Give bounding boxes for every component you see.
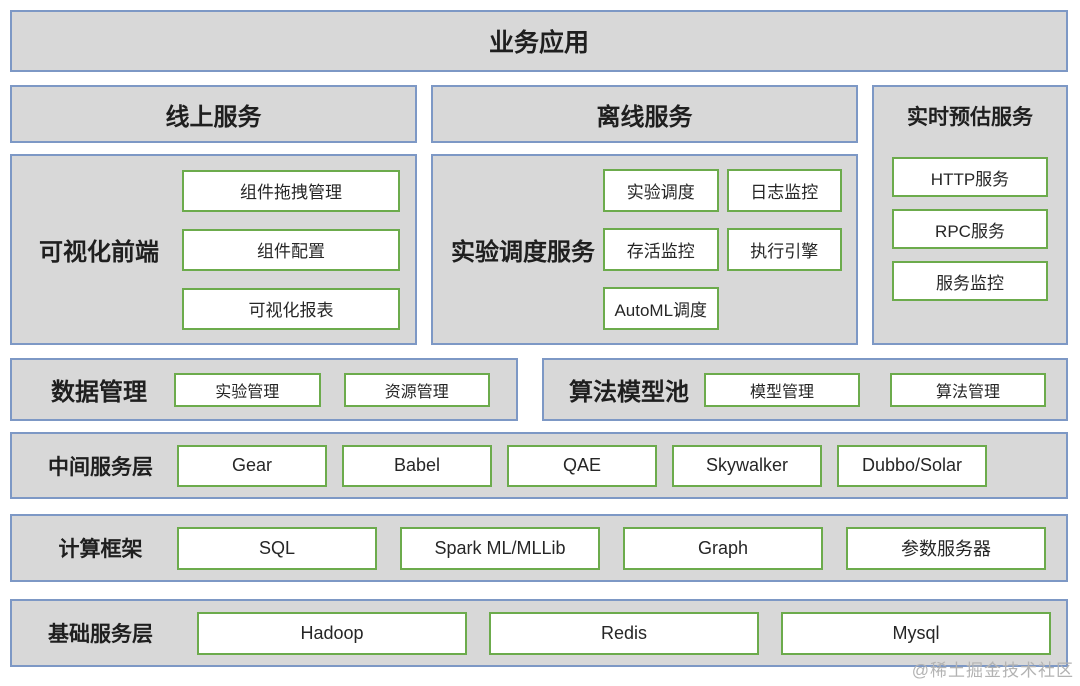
module-parameter-server: 参数服务器	[846, 526, 1046, 570]
layer-basic-services: 基础服务层 Hadoop Redis Mysql	[10, 599, 1068, 667]
computing-framework-modules: SQL Spark ML/MLLib Graph 参数服务器	[177, 526, 1046, 570]
module-dubbo-solar: Dubbo/Solar	[837, 444, 987, 487]
section-visualization-frontend: 可视化前端 组件拖拽管理 组件配置 可视化报表	[10, 154, 417, 345]
experiment-scheduling-label: 实验调度服务	[451, 239, 595, 266]
offline-service-title: 离线服务	[596, 103, 693, 131]
module-model-management: 模型管理	[704, 372, 860, 407]
module-qae: QAE	[507, 444, 657, 487]
middleware-modules: Gear Babel QAE Skywalker Dubbo/Solar	[177, 444, 987, 487]
module-log-monitor: 日志监控	[726, 169, 842, 212]
module-rpc-service: RPC服务	[892, 209, 1048, 249]
module-algorithm-management: 算法管理	[890, 372, 1046, 407]
module-experiment-scheduling: 实验调度	[603, 169, 719, 212]
module-spark-ml-mllib: Spark ML/MLLib	[400, 526, 600, 570]
data-management-modules: 实验管理 资源管理	[174, 372, 490, 407]
juejin-watermark: @稀土掘金技术社区	[911, 661, 1074, 680]
module-component-config: 组件配置	[182, 228, 400, 271]
basic-services-modules: Hadoop Redis Mysql	[197, 611, 1051, 655]
visualization-frontend-label: 可视化前端	[39, 239, 159, 266]
header-offline-service: 离线服务	[431, 85, 858, 143]
layer-middleware: 中间服务层 Gear Babel QAE Skywalker Dubbo/Sol…	[10, 432, 1068, 499]
business-application-title: 业务应用	[488, 29, 589, 57]
data-management-label: 数据管理	[51, 379, 147, 406]
section-experiment-scheduling-service: 实验调度服务 实验调度 日志监控 存活监控 执行引擎 AutoML调度	[431, 154, 858, 345]
module-hadoop: Hadoop	[197, 611, 467, 655]
module-liveness-monitor: 存活监控	[603, 228, 719, 271]
module-visual-report: 可视化报表	[182, 287, 400, 330]
basic-services-label: 基础服务层	[48, 623, 153, 646]
module-resource-management: 资源管理	[343, 372, 490, 407]
module-http-service: HTTP服务	[892, 157, 1048, 197]
module-execution-engine: 执行引擎	[726, 228, 842, 271]
visualization-frontend-modules: 组件拖拽管理 组件配置 可视化报表	[182, 169, 400, 330]
section-algorithm-model-pool: 算法模型池 模型管理 算法管理	[542, 358, 1068, 421]
module-graph: Graph	[623, 526, 823, 570]
module-skywalker: Skywalker	[672, 444, 822, 487]
computing-framework-label: 计算框架	[58, 538, 143, 561]
experiment-scheduling-modules: 实验调度 日志监控 存活监控 执行引擎 AutoML调度	[603, 169, 842, 330]
section-data-management: 数据管理 实验管理 资源管理	[10, 358, 518, 421]
module-redis: Redis	[489, 611, 759, 655]
realtime-service-title: 实时预估服务	[907, 106, 1033, 129]
module-experiment-management: 实验管理	[174, 372, 321, 407]
algorithm-model-pool-label: 算法模型池	[569, 379, 689, 406]
module-mysql: Mysql	[781, 611, 1051, 655]
online-service-title: 线上服务	[165, 103, 262, 131]
middleware-layer-label: 中间服务层	[48, 455, 153, 479]
module-gear: Gear	[177, 444, 327, 487]
module-sql: SQL	[177, 526, 377, 570]
algorithm-model-pool-modules: 模型管理 算法管理	[704, 372, 1046, 407]
module-automl-scheduling: AutoML调度	[603, 287, 719, 330]
module-babel: Babel	[342, 444, 492, 487]
module-component-drag-management: 组件拖拽管理	[182, 169, 400, 212]
layer-computing-framework: 计算框架 SQL Spark ML/MLLib Graph 参数服务器	[10, 514, 1068, 582]
section-realtime-prediction-service: 实时预估服务 HTTP服务 RPC服务 服务监控	[872, 85, 1068, 345]
module-service-monitor: 服务监控	[892, 261, 1048, 301]
header-online-service: 线上服务	[10, 85, 417, 143]
layer-business-application: 业务应用	[10, 10, 1068, 72]
